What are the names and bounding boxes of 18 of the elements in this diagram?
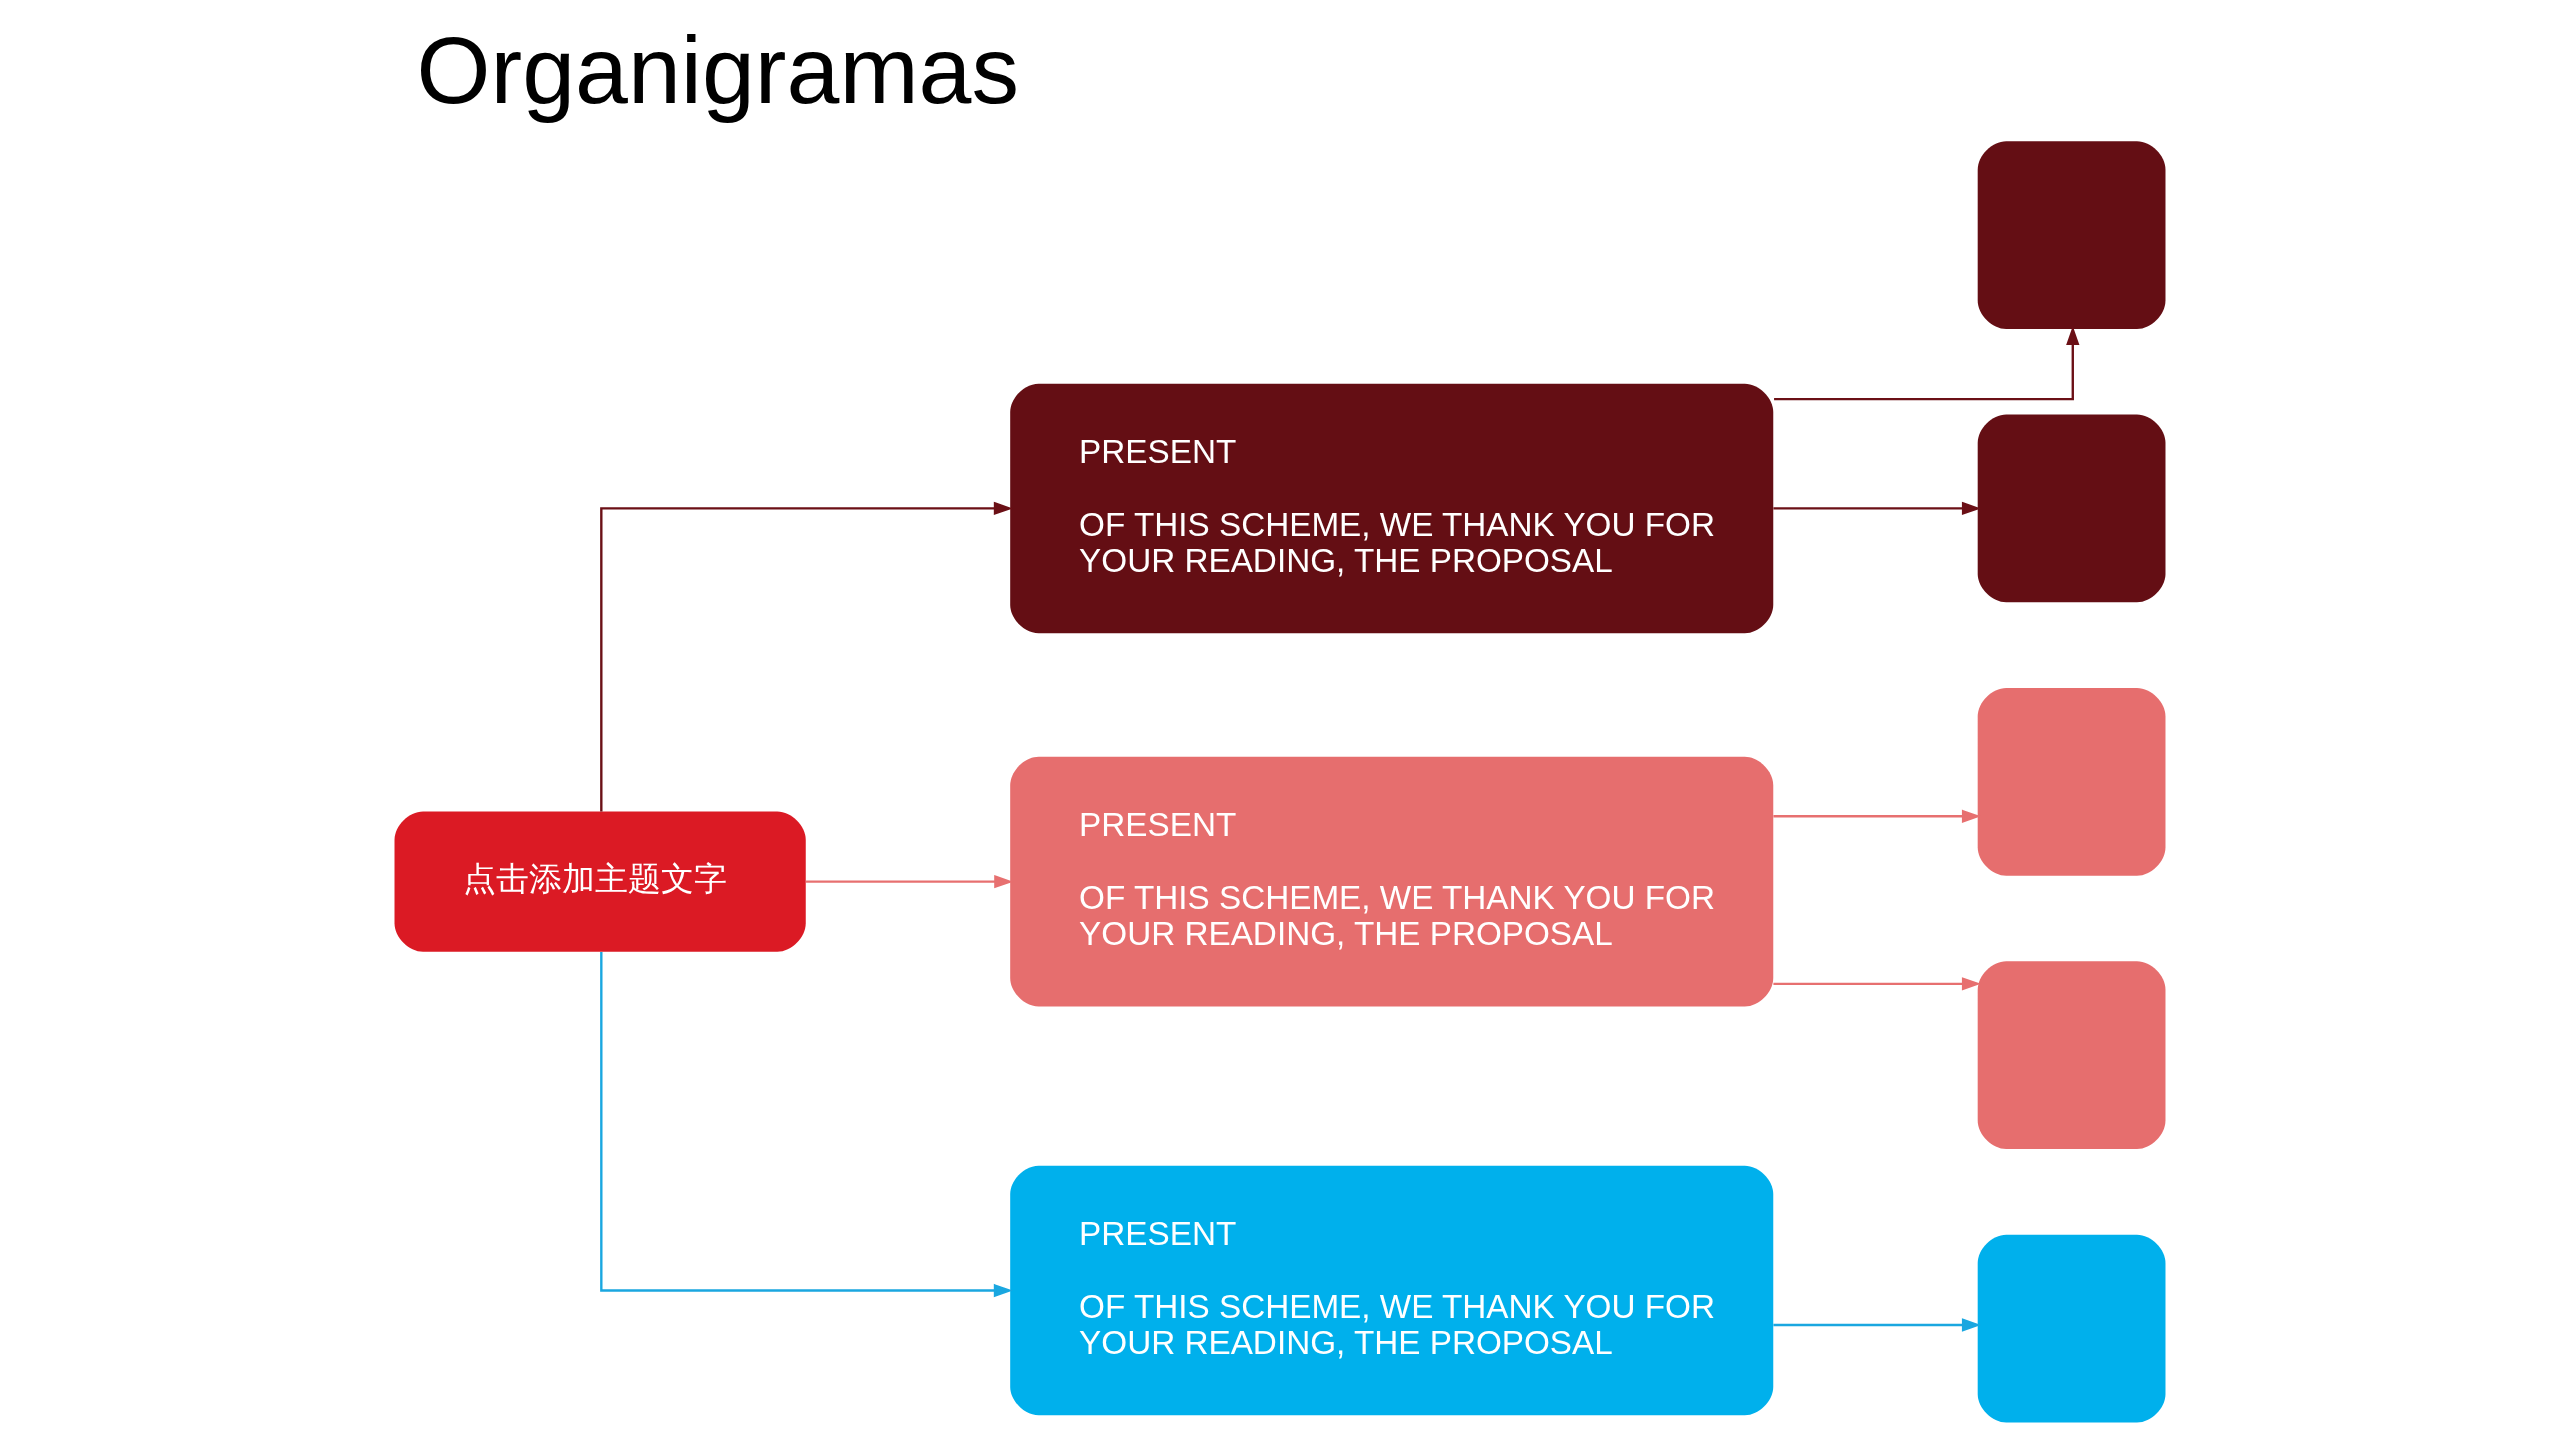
arrow <box>806 874 1014 889</box>
node-box: PRESENT OF THIS SCHEME, WE THANK YOU FOR YOUR READING, THE PROPOSAL <box>1010 756 1774 1007</box>
node-box: PRESENT OF THIS SCHEME, WE THANK YOU FOR YOUR READING, THE PROPOSAL <box>1010 383 1774 634</box>
node-box <box>1977 687 2166 876</box>
node-box: PRESENT OF THIS SCHEME, WE THANK YOU FOR YOUR READING, THE PROPOSAL <box>1010 1165 1774 1416</box>
node-box <box>1977 414 2166 603</box>
node-box <box>1977 1234 2166 1423</box>
node-box: 点击添加主题文字 <box>394 811 806 952</box>
node-box <box>1977 141 2166 329</box>
arrow <box>1773 977 1981 991</box>
arrow <box>1774 325 2080 401</box>
arrow <box>1773 1318 1981 1332</box>
arrow <box>1773 501 1981 516</box>
arrow <box>600 501 1013 812</box>
arrow <box>600 951 1013 1298</box>
arrow <box>1773 809 1981 823</box>
node-box <box>1977 961 2166 1150</box>
diagram-title: Organigramas <box>416 17 1020 124</box>
